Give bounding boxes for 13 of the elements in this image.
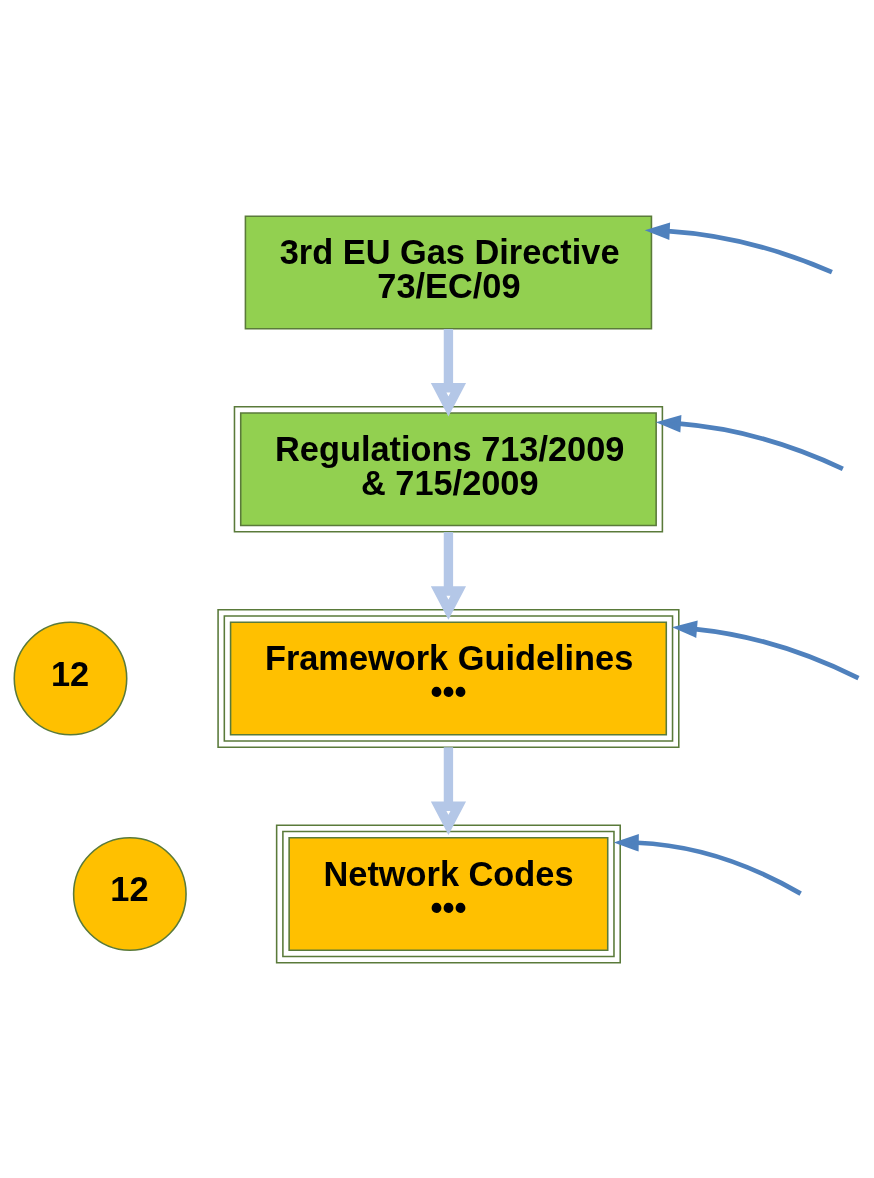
arrow <box>430 746 467 835</box>
node-box: Network Codes ••• <box>275 824 621 964</box>
arrow <box>613 833 802 896</box>
arrow <box>430 531 467 620</box>
node-box: 3rd EU Gas Directive 73/EC/09 <box>244 214 653 329</box>
node-circle: 12 <box>13 621 128 735</box>
arrow <box>655 414 844 471</box>
arrow <box>430 328 467 417</box>
node-circle: 12 <box>72 836 187 951</box>
arrow <box>644 222 833 274</box>
node-box: Regulations 713/2009 & 715/2009 <box>233 405 664 532</box>
node-box: Framework Guidelines ••• <box>217 608 680 748</box>
arrow <box>672 619 860 680</box>
